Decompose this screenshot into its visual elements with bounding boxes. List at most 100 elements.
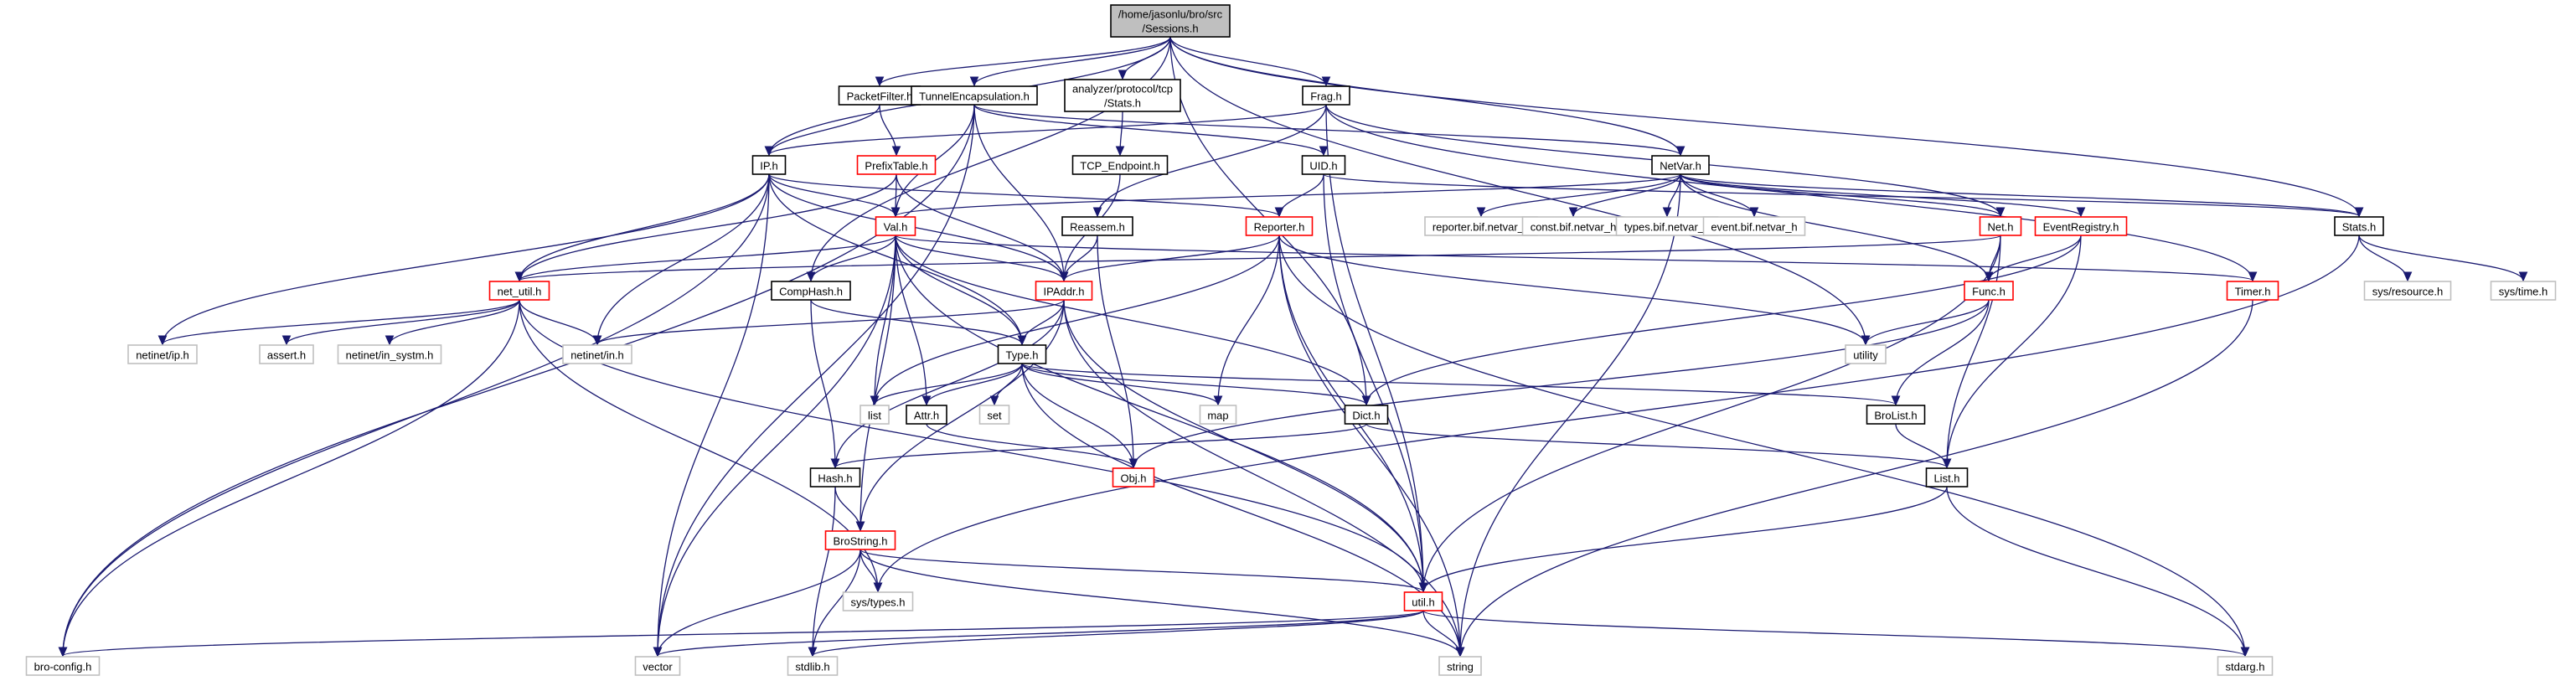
node-label: BroList.h	[1874, 410, 1917, 422]
edge-typeh-to-set	[994, 363, 1023, 405]
node-sysresource[interactable]: sys/resource.h	[2363, 281, 2452, 301]
node-box	[1964, 281, 2014, 301]
edge-ipaddr-to-netinetin	[597, 299, 1065, 344]
node-set[interactable]: set	[978, 405, 1010, 425]
edge-netvar-to-stats	[1680, 173, 2359, 216]
node-util[interactable]: util.h	[1403, 591, 1443, 611]
node-label: netinet/in_systm.h	[346, 349, 434, 362]
node-box	[1245, 216, 1314, 236]
node-string[interactable]: string	[1438, 656, 1482, 676]
node-uid[interactable]: UID.h	[1301, 155, 1346, 175]
edge-tunnel-to-broconfig	[63, 104, 975, 656]
edge-iph-to-netinetip	[163, 173, 770, 344]
node-stdlib[interactable]: stdlib.h	[787, 656, 839, 676]
node-label: TunnelEncapsulation.h	[919, 90, 1030, 103]
node-label: string	[1447, 661, 1474, 673]
node-vector[interactable]: vector	[634, 656, 681, 676]
node-utility[interactable]: utility	[1845, 344, 1887, 364]
edge-func-to-utility	[1866, 299, 1990, 344]
node-comphash[interactable]: CompHash.h	[771, 281, 851, 301]
edge-util-to-string	[1422, 610, 1460, 656]
edge-val-to-netutil	[519, 235, 896, 281]
node-eventbif[interactable]: event.bif.netvar_h	[1702, 216, 1806, 236]
node-label: Val.h	[884, 221, 908, 234]
node-label: assert.h	[267, 349, 306, 362]
node-box	[875, 216, 916, 236]
node-label: vector	[643, 661, 673, 673]
node-stats[interactable]: Stats.h	[2334, 216, 2384, 236]
edge-uid-to-util	[1323, 173, 1423, 591]
node-box	[1651, 155, 1710, 175]
node-label: /Sessions.h	[1142, 23, 1198, 35]
node-tcpstats[interactable]: analyzer/protocol/tcp/Stats.h	[1064, 79, 1181, 112]
node-systypes[interactable]: sys/types.h	[842, 591, 914, 611]
edge-val-to-attr	[895, 235, 927, 405]
node-sessions[interactable]: /home/jasonlu/bro/src/Sessions.h	[1110, 4, 1231, 38]
node-systime[interactable]: sys/time.h	[2490, 281, 2557, 301]
node-box	[1979, 216, 2022, 236]
node-netvar[interactable]: NetVar.h	[1651, 155, 1710, 175]
node-obj[interactable]: Obj.h	[1112, 467, 1155, 488]
node-eventreg[interactable]: EventRegistry.h	[2034, 216, 2128, 236]
node-brostring[interactable]: BroString.h	[824, 530, 896, 550]
node-hash[interactable]: Hash.h	[809, 467, 861, 488]
node-typesbif[interactable]: types.bif.netvar_h	[1615, 216, 1719, 236]
edge-net-to-netutil	[519, 235, 2001, 281]
node-constbif[interactable]: const.bif.netvar_h	[1521, 216, 1625, 236]
node-list[interactable]: list	[860, 405, 890, 425]
edge-comphash-to-hash	[810, 299, 835, 467]
node-timer[interactable]: Timer.h	[2226, 281, 2279, 301]
node-box	[1302, 85, 1350, 106]
node-label: CompHash.h	[779, 286, 843, 298]
node-label: Timer.h	[2235, 286, 2271, 298]
node-tunnel[interactable]: TunnelEncapsulation.h	[911, 85, 1038, 106]
node-attr[interactable]: Attr.h	[906, 405, 947, 425]
node-ipaddr[interactable]: IPAddr.h	[1035, 281, 1093, 301]
edge-netutil-to-netinetip	[163, 299, 520, 344]
node-func[interactable]: Func.h	[1964, 281, 2014, 301]
node-dict[interactable]: Dict.h	[1344, 405, 1389, 425]
node-box	[842, 591, 914, 611]
node-listh[interactable]: List.h	[1925, 467, 1969, 488]
node-tcpendpoint[interactable]: TCP_Endpoint.h	[1071, 155, 1169, 175]
node-label: UID.h	[1309, 160, 1337, 173]
node-reporter[interactable]: Reporter.h	[1245, 216, 1314, 236]
node-asserth[interactable]: assert.h	[259, 344, 314, 364]
node-reporterbif[interactable]: reporter.bif.netvar_h	[1424, 216, 1538, 236]
node-box	[2034, 216, 2128, 236]
node-frag[interactable]: Frag.h	[1302, 85, 1350, 106]
node-broconfig[interactable]: bro-config.h	[25, 656, 101, 676]
edge-val-to-comphash	[811, 235, 896, 281]
node-label: Func.h	[1972, 286, 2006, 298]
node-stdarg[interactable]: stdarg.h	[2217, 656, 2274, 676]
edge-tcpstats-to-tcpendpoint	[1120, 111, 1123, 155]
node-reassem[interactable]: Reassem.h	[1061, 216, 1133, 236]
node-box	[2363, 281, 2452, 301]
edge-iph-to-ipaddr	[768, 173, 1064, 281]
node-netinetin[interactable]: netinet/in.h	[562, 344, 632, 364]
node-label: /home/jasonlu/bro/src	[1118, 8, 1223, 21]
node-box	[2217, 656, 2274, 676]
node-map[interactable]: map	[1199, 405, 1237, 425]
node-val[interactable]: Val.h	[875, 216, 916, 236]
node-netinetip[interactable]: netinet/ip.h	[127, 344, 198, 364]
edge-brostring-to-vector	[658, 549, 861, 656]
edge-tunnel-to-uid	[973, 104, 1324, 155]
node-box	[1344, 405, 1389, 425]
edge-netvar-to-eventreg	[1680, 173, 2081, 216]
node-label: PacketFilter.h	[847, 90, 913, 103]
node-prefixtable[interactable]: PrefixTable.h	[856, 155, 937, 175]
node-net[interactable]: Net.h	[1979, 216, 2022, 236]
node-netinetsystm[interactable]: netinet/in_systm.h	[337, 344, 442, 364]
edge-typeh-to-obj	[1021, 363, 1133, 467]
node-netutil[interactable]: net_util.h	[488, 281, 550, 301]
node-label: IP.h	[760, 160, 777, 173]
node-packetfilter[interactable]: PacketFilter.h	[838, 85, 921, 106]
node-label: EventRegistry.h	[2043, 221, 2119, 234]
edge-typeh-to-dict	[1021, 363, 1366, 405]
node-label: Stats.h	[2342, 221, 2376, 234]
node-brolist[interactable]: BroList.h	[1866, 405, 1926, 425]
node-iph[interactable]: IP.h	[751, 155, 787, 175]
edge-iph-to-reporter	[768, 173, 1279, 216]
node-typeh[interactable]: Type.h	[997, 344, 1047, 364]
